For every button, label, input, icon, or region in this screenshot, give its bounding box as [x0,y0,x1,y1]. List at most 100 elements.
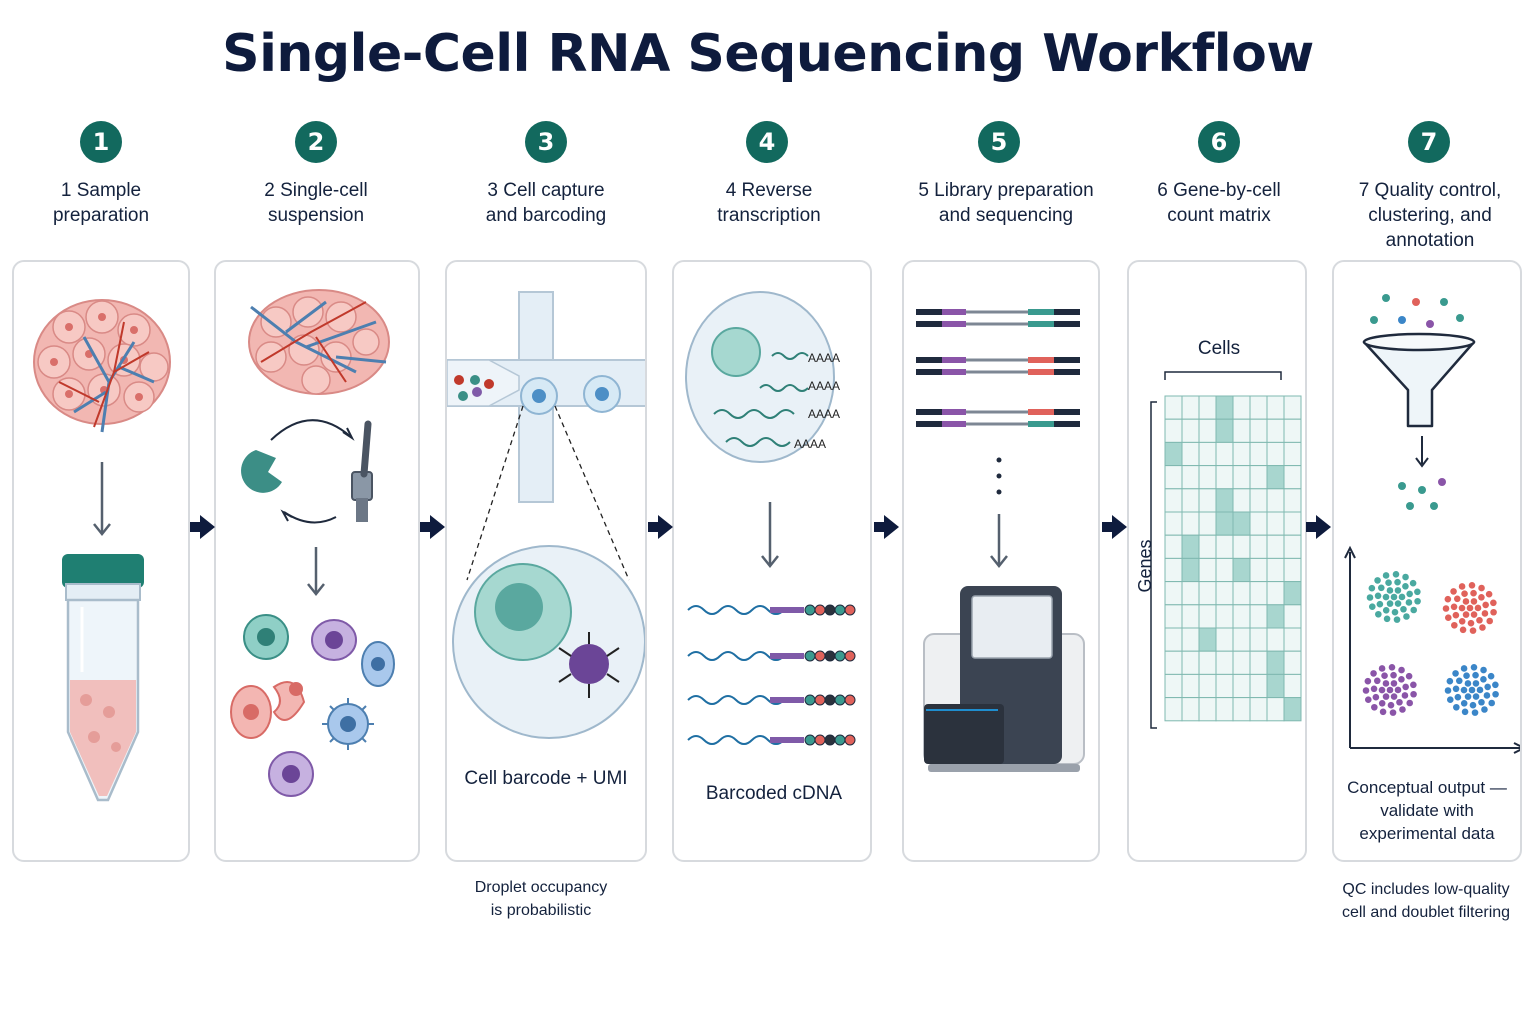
matrix-cell [1266,557,1285,583]
down-arrow-icon [93,462,111,537]
matrix-cell [1164,581,1183,606]
matrix-cell [1283,418,1302,443]
step-6-badge: 6 [1198,121,1240,163]
matrix-cell [1266,511,1285,536]
matrix-cell [1198,511,1217,536]
matrix-cell [1198,697,1217,722]
enzyme-icon [241,450,282,493]
flow-arrow-icon [1102,515,1127,539]
down-arrow-icon [761,502,779,569]
step-7-badge: 7 [1408,121,1450,163]
matrix-cell [1283,534,1302,559]
matrix-cell [1249,604,1268,629]
matrix-cell [1181,650,1200,675]
matrix-cell [1164,697,1183,722]
flow-arrow-icon [874,515,899,539]
mrna-icon [713,352,809,447]
library-fragment [916,357,1080,363]
matrix-cell [1198,604,1217,629]
filtered-dots [1398,478,1446,510]
polya-2: AAAA [808,379,840,393]
matrix-cell [1215,418,1234,443]
polya-1: AAAA [808,351,840,365]
matrix-cell [1266,697,1285,722]
matrix-cell [1232,604,1251,629]
matrix-cell [1181,697,1200,722]
conceptual-output-caption: Conceptual output — validate with experi… [1347,778,1507,843]
cdna-strand [687,604,856,616]
matrix-cell [1181,581,1200,606]
microfluidic-chip-icon [447,291,645,503]
matrix-cell [1232,441,1251,467]
dissociator-icon [351,420,373,522]
down-arrow-icon [1415,436,1429,468]
matrix-cell [1266,488,1285,513]
sequencer-icon [923,586,1085,772]
matrix-cell [1249,534,1268,559]
matrix-cell [1215,465,1234,490]
panel-cell-capture: Cell barcode + UMI [445,260,647,862]
cells-axis-label: Cells [1198,338,1240,359]
matrix-cell [1232,488,1251,513]
matrix-cell [1181,557,1200,583]
matrix-cell [1164,534,1183,559]
matrix-cell [1232,534,1251,559]
count-matrix-grid [1164,395,1302,722]
matrix-cell [1232,557,1251,583]
barcoded-cdna-icon [687,604,856,746]
matrix-cell [1164,627,1183,652]
matrix-cell [1232,511,1251,536]
step-5-label: 5 Library preparation and sequencing [918,180,1094,226]
matrix-cell [1249,418,1268,443]
matrix-cell [1181,534,1200,559]
step-6-label: 6 Gene-by-cell count matrix [1157,180,1281,226]
cdna-strand [687,694,856,706]
matrix-cell [1266,581,1285,606]
cell-barcode-umi-caption: Cell barcode + UMI [464,768,628,789]
matrix-cell [1249,395,1268,420]
matrix-cell [1283,488,1302,513]
barcoded-bead-icon [558,632,620,698]
tissue-icon [248,289,390,395]
cdna-strand [687,734,856,746]
cluster-plot-axes [1344,545,1520,754]
step-1-badge: 1 [80,121,122,163]
matrix-cell [1181,465,1200,490]
cluster-purple [1362,663,1417,716]
cycle-arrows-icon [270,419,355,524]
panel-library-sequencing [902,260,1100,862]
matrix-cell [1198,627,1217,652]
matrix-cell [1232,395,1251,420]
matrix-cell [1249,650,1268,675]
step-1-label: 1 Sample preparation [52,180,150,226]
cluster-blue [1444,663,1499,716]
step-5-badge: 5 [978,121,1020,163]
matrix-cell [1232,697,1251,722]
library-fragment [916,409,1080,415]
matrix-cell [1232,650,1251,675]
matrix-cell [1249,697,1268,722]
ellipsis-icon [996,457,1002,495]
matrix-cell [1215,511,1234,536]
matrix-cell [1266,418,1285,443]
step-4-label: 4 Reverse transcription [717,180,821,226]
matrix-cell [1215,581,1234,606]
step-3-badge: 3 [525,121,567,163]
cdna-strand [687,650,856,662]
matrix-cell [1283,650,1302,675]
panel-sample-preparation [12,260,190,862]
step-2-badge: 2 [295,121,337,163]
matrix-cell [1164,395,1183,420]
droplet-occupancy-note: Droplet occupancy is probabilistic [474,879,608,919]
matrix-cell [1249,488,1268,513]
matrix-cell [1215,673,1234,699]
step-3-label: 3 Cell capture and barcoding [485,180,607,226]
genes-bracket [1150,401,1157,729]
sequencing-library-icon [916,309,1080,427]
matrix-cell [1266,604,1285,629]
matrix-cell [1164,557,1183,583]
matrix-cell [1215,534,1234,559]
matrix-cell [1181,604,1200,629]
matrix-cell [1266,650,1285,675]
matrix-cell [1249,511,1268,536]
